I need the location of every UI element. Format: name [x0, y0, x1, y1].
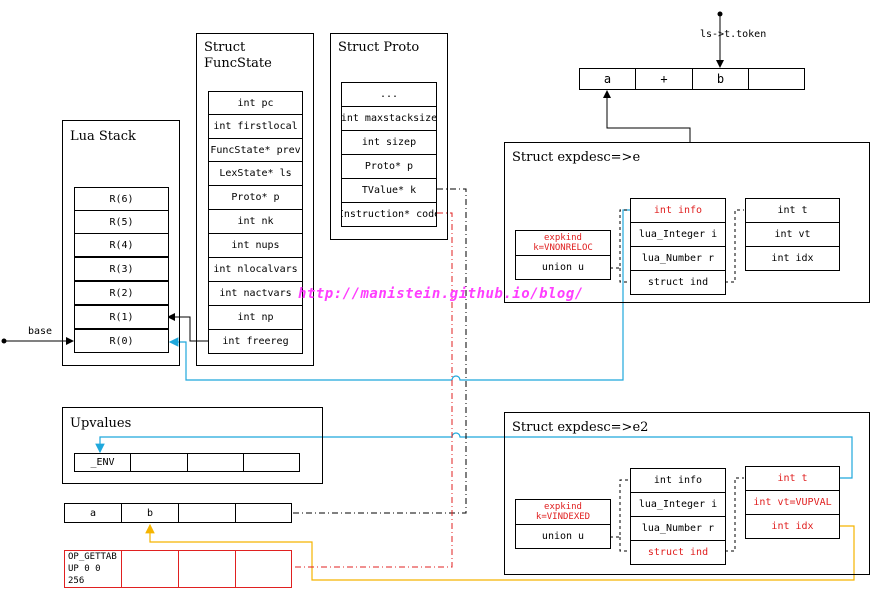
expdesc-e2-field: lua_Number r: [630, 516, 726, 541]
expdesc-e2-kind: expkind k=VINDEXED: [515, 499, 611, 525]
code-cell: [178, 550, 236, 588]
token-cell: +: [635, 68, 693, 90]
expdesc-e-frame: Struct expdesc=>e: [504, 142, 870, 303]
expdesc-e2-frame: Struct expdesc=>e2: [504, 412, 870, 575]
upvalues-title: Upvalues: [70, 416, 132, 431]
upvalue-cell: [130, 453, 188, 472]
expdesc-e-field: lua_Number r: [630, 246, 726, 271]
funcstate-field: LexState* ls: [208, 161, 303, 186]
funcstate-field: int nactvars: [208, 281, 303, 306]
expdesc-e-field: lua_Integer i: [630, 222, 726, 247]
k-cell: b: [121, 503, 179, 523]
expdesc-e-ind-field: int idx: [745, 246, 840, 271]
register-r5: R(5): [74, 210, 169, 234]
funcstate-field: int np: [208, 305, 303, 330]
lua-stack-title: Lua Stack: [70, 129, 136, 144]
code-pointer-line: [292, 212, 453, 568]
expdesc-e2-ind-idx: int idx: [745, 514, 840, 539]
expdesc-e2-ind-vt: int vt=VUPVAL: [745, 490, 840, 515]
expdesc-e-ind-field: int vt: [745, 222, 840, 247]
funcstate-field: int nlocalvars: [208, 257, 303, 282]
funcstate-field: int pc: [208, 91, 303, 115]
proto-field: TValue* k: [341, 178, 437, 203]
expdesc-e2-field-ind: struct ind: [630, 540, 726, 565]
token-cell: b: [692, 68, 749, 90]
register-r2: R(2): [74, 281, 169, 305]
funcstate-field: FuncState* prev: [208, 138, 303, 162]
expdesc-e2-field: lua_Integer i: [630, 492, 726, 517]
watermark-url: http://manistein.github.io/blog/: [298, 286, 584, 302]
upvalue-cell: [187, 453, 244, 472]
funcstate-title: Struct FuncState: [204, 40, 272, 71]
proto-field: Instruction* code: [341, 202, 437, 227]
expdesc-e-union: union u: [515, 255, 611, 280]
code-cell: [235, 550, 292, 588]
register-r4: R(4): [74, 233, 169, 257]
expdesc-e2-title: Struct expdesc=>e2: [512, 420, 649, 435]
expdesc-e-field: struct ind: [630, 270, 726, 295]
register-r0: R(0): [74, 329, 169, 353]
expdesc-e-kind: expkind k=VNONRELOC: [515, 230, 611, 256]
proto-frame: Struct Proto: [330, 33, 448, 240]
lua-stack-frame: Lua Stack: [62, 120, 180, 366]
k-cell: [178, 503, 236, 523]
base-label: base: [28, 326, 53, 337]
proto-field: int maxstacksize: [341, 106, 437, 131]
funcstate-frame: Struct FuncState: [196, 33, 314, 366]
proto-field: ...: [341, 82, 437, 107]
token-label: ls->t.token: [700, 29, 767, 40]
upvalue-cell: [243, 453, 300, 472]
proto-field: int sizep: [341, 130, 437, 155]
register-r1: R(1): [74, 305, 169, 329]
funcstate-field: int firstlocal: [208, 114, 303, 139]
funcstate-field: int freereg: [208, 329, 303, 354]
token-cell: a: [579, 68, 636, 90]
funcstate-field: Proto* p: [208, 185, 303, 210]
code-cell-op-gettab: OP_GETTAB UP 0 0 256: [64, 550, 122, 588]
proto-title: Struct Proto: [338, 40, 420, 55]
funcstate-field: int nups: [208, 233, 303, 258]
expdesc-e2-union: union u: [515, 524, 611, 549]
code-cell: [121, 550, 179, 588]
register-r3: R(3): [74, 257, 169, 281]
token-cell: [748, 68, 805, 90]
expdesc-e-ind-field: int t: [745, 198, 840, 223]
token-dot: [717, 11, 723, 17]
expdesc-e-arrow: [603, 90, 691, 142]
expdesc-e2-field: int info: [630, 468, 726, 493]
proto-field: Proto* p: [341, 154, 437, 179]
upvalues-frame: Upvalues: [62, 407, 323, 484]
k-cell: a: [64, 503, 122, 523]
register-r6: R(6): [74, 187, 169, 211]
expdesc-e2-ind-t: int t: [745, 466, 840, 491]
expdesc-e-title: Struct expdesc=>e: [512, 150, 641, 165]
base-dot: [1, 338, 7, 344]
funcstate-field: int nk: [208, 209, 303, 234]
k-cell: [235, 503, 292, 523]
upvalue-env: _ENV: [74, 453, 131, 472]
expdesc-e-field-info: int info: [630, 198, 726, 223]
